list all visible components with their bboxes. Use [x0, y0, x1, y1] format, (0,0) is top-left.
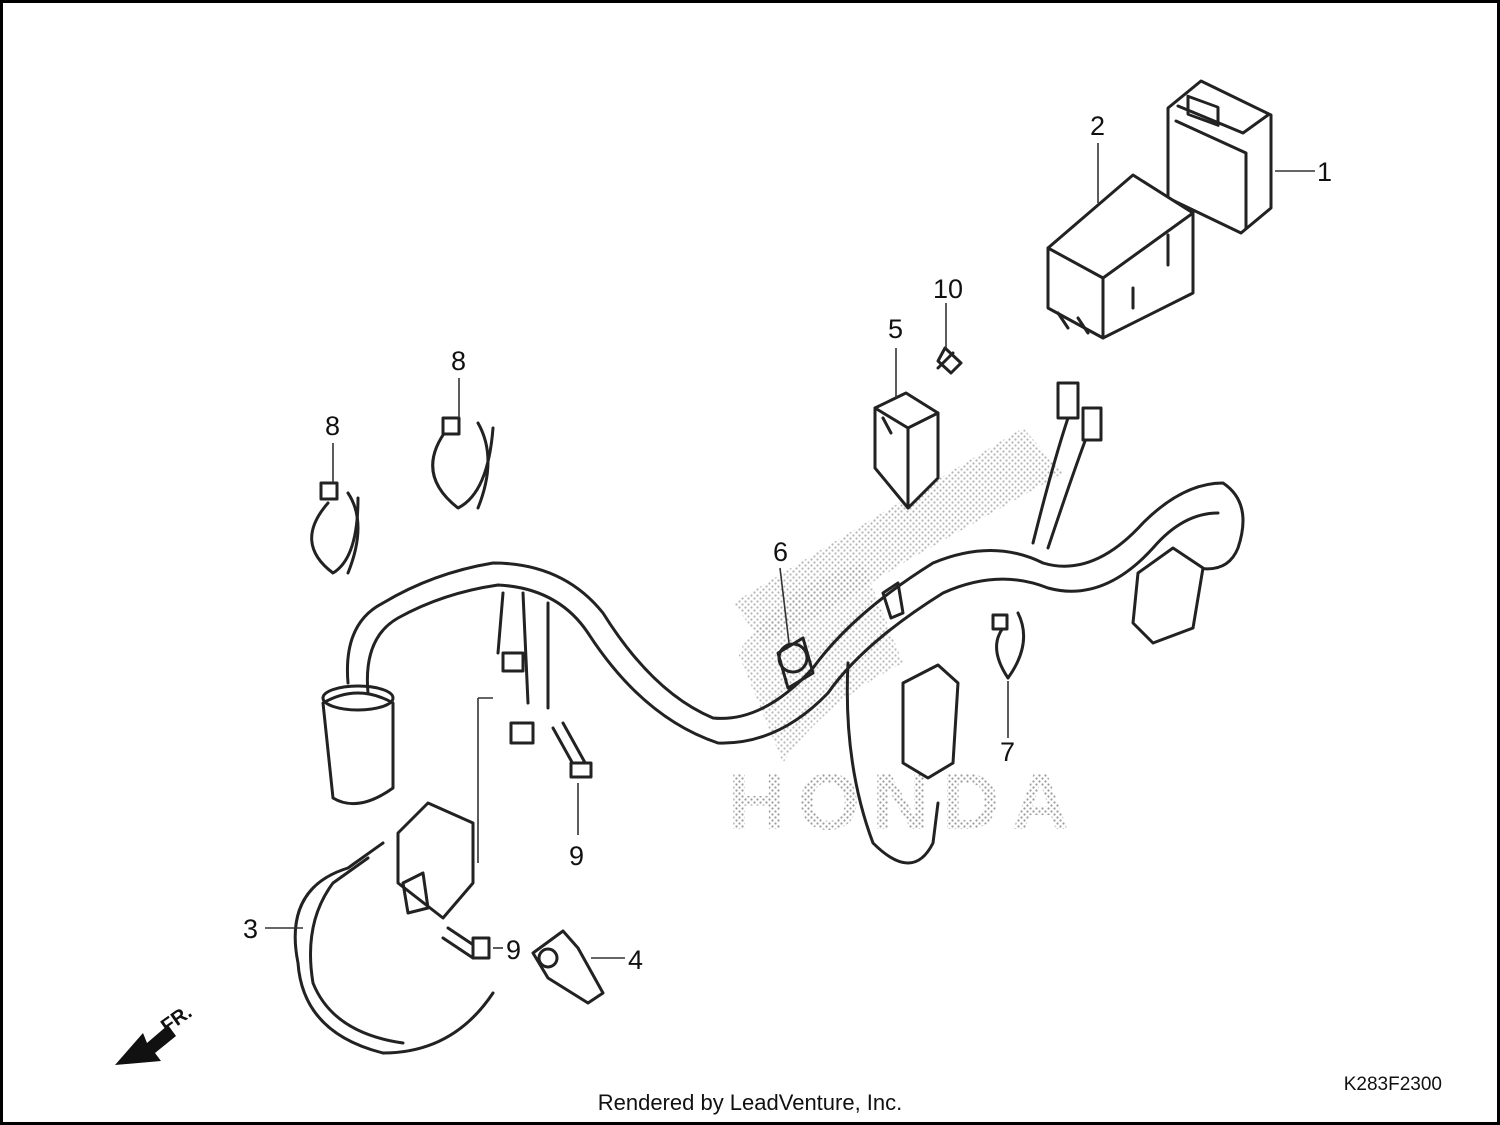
honda-watermark-text: HONDA — [728, 757, 1081, 846]
callout-10[interactable]: 10 — [933, 274, 963, 304]
leader-lines — [265, 143, 1315, 959]
callout-7[interactable]: 7 — [1000, 737, 1015, 767]
part-8b-band-clip[interactable] — [431, 416, 495, 510]
callout-2[interactable]: 2 — [1090, 111, 1105, 141]
condenser-cylinder[interactable] — [321, 684, 395, 806]
main-wire-harness[interactable] — [345, 381, 1245, 865]
callout-9a[interactable]: 9 — [569, 841, 584, 871]
part-9b-bolt[interactable] — [441, 926, 491, 960]
callout-8a[interactable]: 8 — [325, 411, 340, 441]
callout-6[interactable]: 6 — [773, 537, 788, 567]
part-4-plug-cap[interactable] — [531, 929, 605, 1005]
front-direction-arrow: FR. — [115, 1001, 196, 1065]
wire-harness-diagram: HONDA — [115, 79, 1332, 1065]
callout-3[interactable]: 3 — [243, 914, 258, 944]
callout-9b[interactable]: 9 — [506, 935, 521, 965]
part-8a-band-clip[interactable] — [310, 481, 360, 575]
part-10-bolt[interactable] — [936, 346, 963, 375]
part-7-band-clip[interactable] — [991, 611, 1026, 680]
part-9a-bolt[interactable] — [551, 721, 593, 779]
honda-watermark: HONDA — [728, 428, 1081, 846]
callout-8b[interactable]: 8 — [451, 346, 466, 376]
callout-5[interactable]: 5 — [888, 314, 903, 344]
part-3-ignition-coil[interactable] — [293, 801, 495, 1055]
part-6-grommet[interactable] — [777, 642, 809, 674]
bracket-line — [477, 697, 493, 863]
part-1-cover[interactable] — [1166, 79, 1273, 235]
callout-labels: 1 2 3 4 5 6 7 8 8 9 9 10 — [243, 111, 1332, 975]
part-2-control-module[interactable] — [1046, 173, 1195, 340]
callout-1[interactable]: 1 — [1317, 157, 1332, 187]
figure-code: K283F2300 — [1343, 1074, 1442, 1095]
part-5-relay[interactable] — [873, 391, 940, 510]
callout-4[interactable]: 4 — [628, 945, 643, 975]
rendered-by-credit: Rendered by LeadVenture, Inc. — [597, 1090, 903, 1115]
